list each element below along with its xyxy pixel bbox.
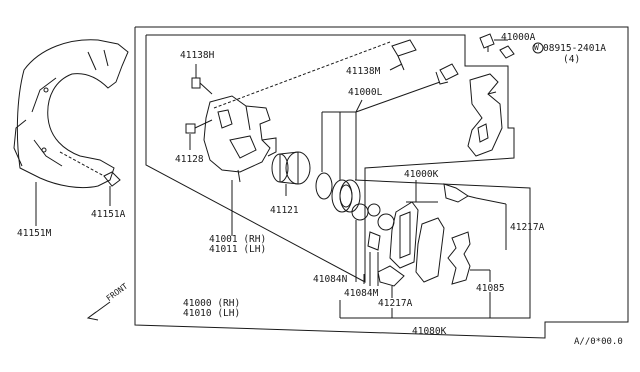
bleeder-cap-41128	[185, 119, 213, 150]
label-41084M: 41084M	[344, 288, 379, 299]
label-41138M: 41138M	[346, 66, 381, 77]
label-41085: 41085	[476, 283, 505, 294]
label-41084N: 41084N	[313, 274, 348, 285]
frame-lines	[134, 26, 629, 339]
mounting-bolt-41000A	[479, 33, 508, 52]
label-41010-lh: 41010 (LH)	[183, 308, 241, 319]
seal-kit-leader-41000L	[321, 81, 441, 180]
piston-seals	[315, 172, 361, 213]
front-arrow	[86, 301, 111, 321]
shield-bolt-41151A	[59, 151, 121, 206]
pad-kit-leader-41000K	[406, 180, 438, 203]
label-08915-2401A: 08915-2401A	[543, 43, 606, 54]
pad-clip-41217A-bottom	[377, 265, 405, 298]
guide-pin-dashed-line	[213, 41, 391, 109]
caliper-assembly-frame	[145, 34, 515, 283]
shim-41084N	[351, 203, 395, 282]
label-41121: 41121	[270, 205, 299, 216]
washer-08915	[499, 42, 544, 59]
splash-shield-41151M	[13, 39, 129, 226]
brake-pad-outer	[415, 217, 445, 283]
piston-41121	[271, 151, 311, 196]
guide-pin-41138M	[389, 39, 417, 71]
label-41138H: 41138H	[180, 50, 215, 61]
label-41217A-right: 41217A	[510, 222, 545, 233]
shim-41084M	[367, 231, 381, 286]
label-41217A-bottom: 41217A	[378, 298, 413, 309]
label-41000L: 41000L	[348, 87, 383, 98]
diagram-reference-code: A//0*00.0	[574, 337, 623, 347]
pad-kit-bottom-lines	[339, 300, 490, 319]
anti-squeal-41085	[447, 231, 491, 318]
caliper-body	[203, 95, 277, 232]
label-41000A: 41000A	[501, 32, 536, 43]
assembly-leaders	[231, 232, 365, 284]
label-41128: 41128	[175, 154, 204, 165]
label-08915-qty: (4)	[563, 54, 581, 65]
pad-clip-41217A-right	[443, 183, 507, 250]
label-41151A: 41151A	[91, 209, 126, 220]
label-41080K: 41080K	[412, 326, 447, 337]
bleeder-screw-41138H	[191, 64, 213, 95]
label-41011-lh: 41011 (LH)	[209, 244, 267, 255]
outer-assembly-frame	[134, 26, 629, 339]
label-41001-rh: 41001 (RH)	[209, 234, 267, 245]
washer-symbol: W	[534, 43, 539, 52]
brake-pad-inner	[389, 201, 419, 269]
label-41000-rh: 41000 (RH)	[183, 298, 241, 309]
label-41151M: 41151M	[17, 228, 52, 239]
pin-boot	[435, 63, 459, 85]
label-41000K: 41000K	[404, 169, 439, 180]
torque-member-bracket	[467, 73, 503, 157]
